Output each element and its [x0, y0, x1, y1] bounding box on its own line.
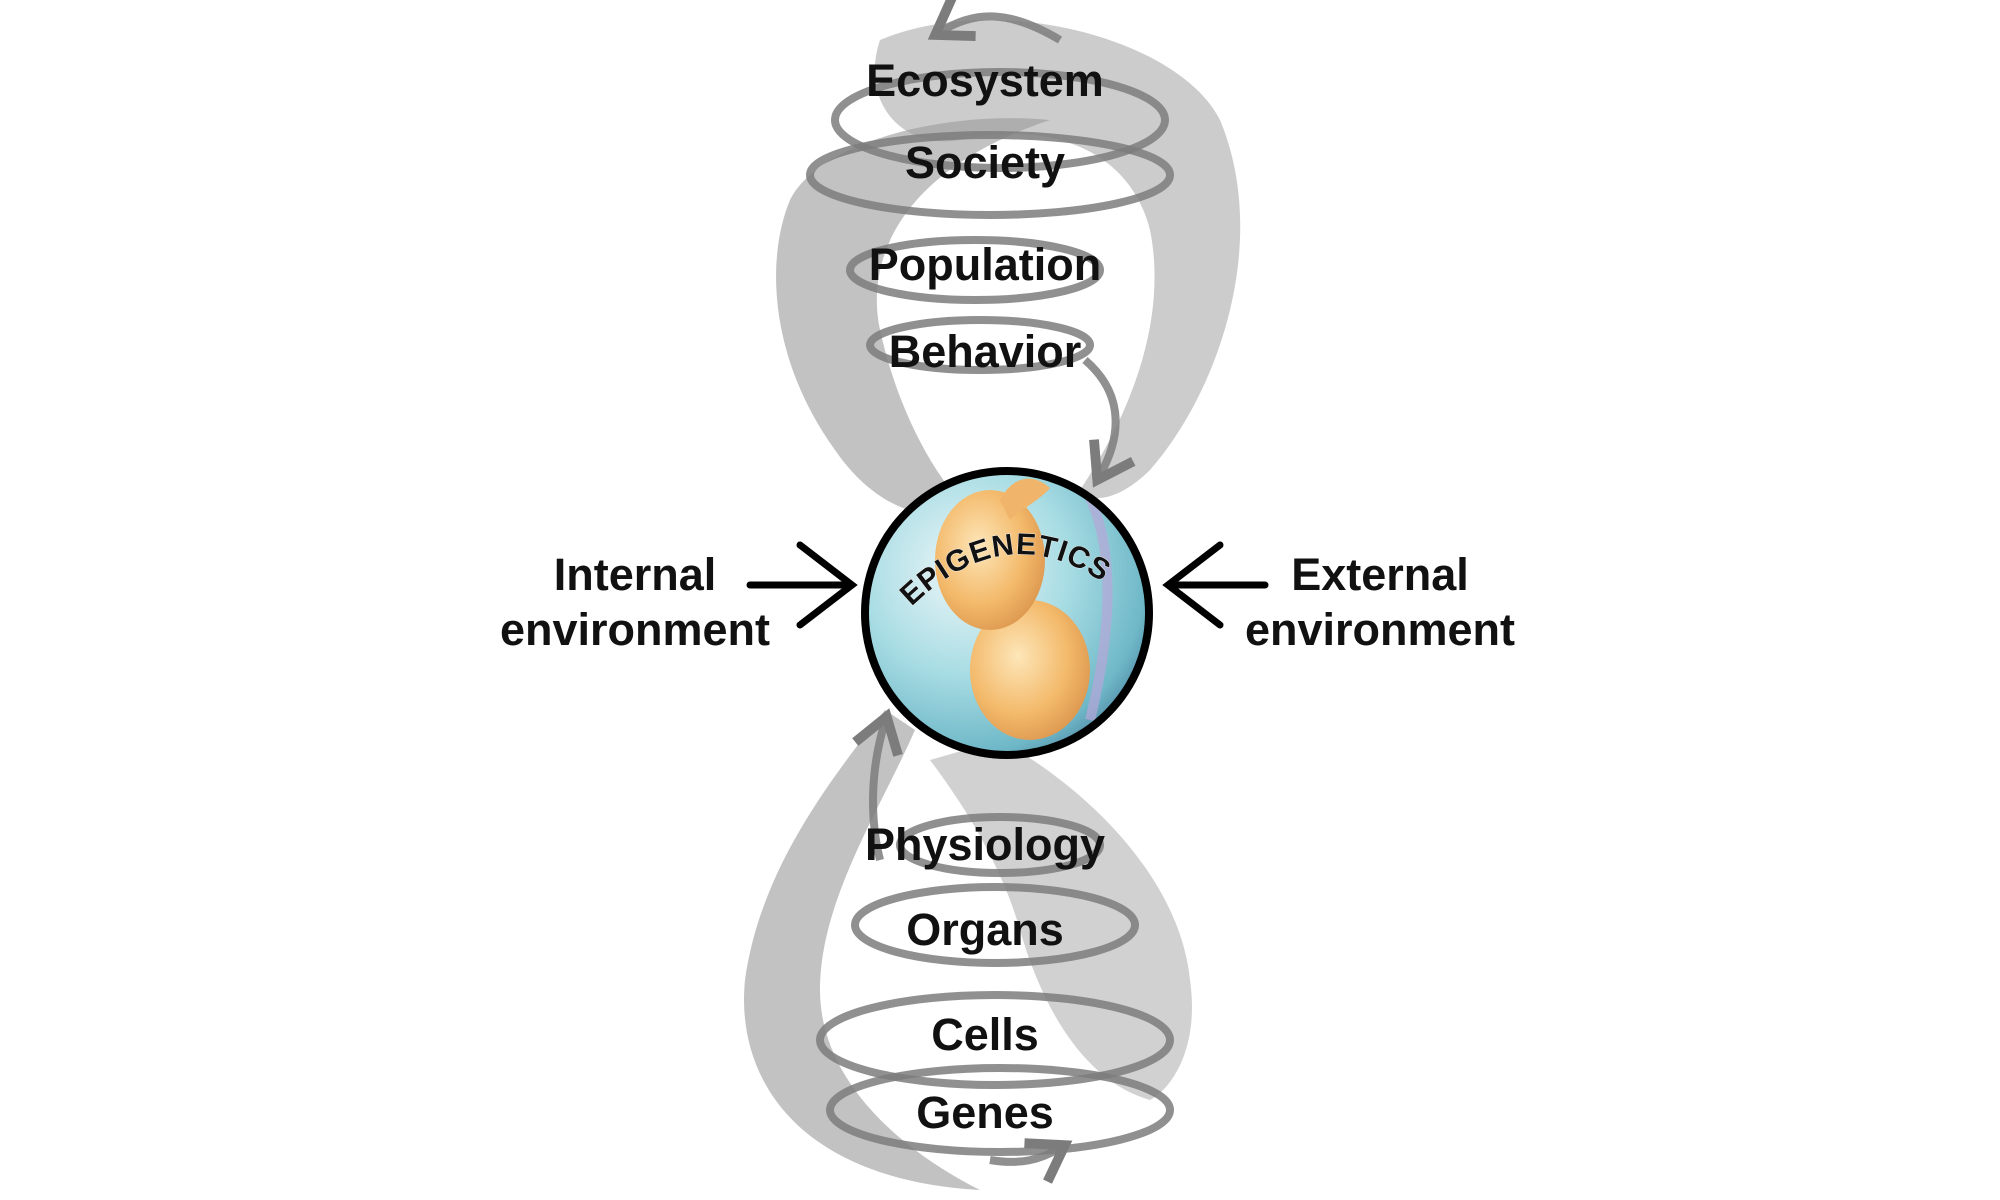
epigenetics-circle: EPIGENETICS — [861, 467, 1153, 759]
spiral-ring-population — [846, 236, 1104, 304]
upper-levels: Ecosystem Society Population Behavior — [866, 55, 1104, 377]
spiral-ring-physiology — [896, 813, 1104, 877]
embryo-body — [935, 490, 1045, 630]
lower-levels: Physiology Organs Cells Genes — [865, 819, 1105, 1138]
spiral-ring-behavior — [866, 316, 1094, 374]
spiral-ring-genes — [826, 1064, 1174, 1156]
spiral-ring-organs — [851, 883, 1139, 967]
level-genes: Genes — [916, 1087, 1054, 1138]
internal-environment-label: Internal environment — [500, 549, 770, 655]
external-line-1: External — [1291, 549, 1469, 600]
internal-line-2: environment — [500, 604, 770, 655]
external-line-2: environment — [1245, 604, 1515, 655]
level-behavior: Behavior — [889, 326, 1082, 377]
lower-spiral-arrow — [816, 708, 1174, 1184]
spiral-down-stroke — [1082, 356, 1136, 488]
level-population: Population — [869, 239, 1101, 290]
spiral-up-stroke — [852, 708, 903, 861]
external-arrow — [1162, 541, 1269, 629]
level-ecosystem: Ecosystem — [866, 55, 1104, 106]
upper-spiral-arrow — [806, 0, 1174, 488]
internal-line-1: Internal — [554, 549, 717, 600]
helix-strand-lower-left — [744, 710, 980, 1190]
level-physiology: Physiology — [865, 819, 1105, 870]
embryo-image — [935, 477, 1113, 740]
helix-strand-upper-left — [776, 118, 1050, 515]
spiral-bottom-arrow — [989, 1138, 1073, 1184]
spiral-top-arrow — [927, 0, 1063, 44]
spiral-ring-ecosystem — [831, 68, 1169, 172]
level-cells: Cells — [931, 1009, 1039, 1060]
external-environment-label: External environment — [1245, 549, 1515, 655]
internal-arrow — [746, 541, 858, 629]
level-organs: Organs — [906, 904, 1064, 955]
embryo-head — [970, 600, 1090, 740]
embryo-limb — [1000, 478, 1050, 520]
level-society: Society — [905, 137, 1065, 188]
spiral-ring-society — [806, 131, 1174, 219]
spiral-ring-cells — [816, 991, 1174, 1089]
